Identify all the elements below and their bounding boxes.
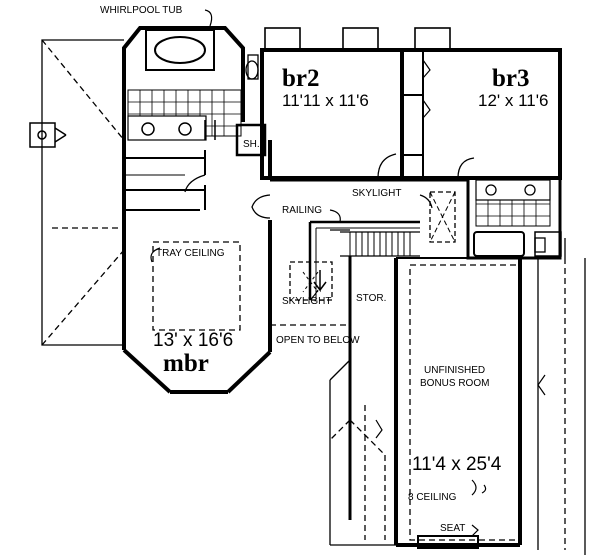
toilet-icon bbox=[534, 237, 546, 253]
roof-outline bbox=[41, 39, 125, 346]
hall-and-stairs bbox=[251, 178, 468, 520]
bonus-room-label-line1: UNFINISHED bbox=[424, 365, 485, 376]
sink-icon bbox=[141, 122, 155, 136]
open-to-below-label: OPEN TO BELOW bbox=[276, 335, 360, 346]
skylight-top-label: SKYLIGHT bbox=[352, 188, 401, 199]
sink-icon bbox=[178, 122, 192, 136]
railing-label: RAILING bbox=[282, 205, 322, 216]
vent-icon bbox=[29, 122, 67, 148]
bonus-room-size-label: 11'4 x 25'4 bbox=[412, 454, 502, 475]
master-bedroom bbox=[122, 140, 272, 394]
seat-icon bbox=[417, 535, 479, 549]
sink-icon bbox=[524, 184, 536, 196]
br3-size-label: 12' x 11'6 bbox=[478, 91, 548, 110]
sink-icon bbox=[485, 184, 497, 196]
right-roof-outline bbox=[537, 238, 586, 555]
whirlpool-tub-label: WHIRLPOOL TUB bbox=[100, 5, 183, 16]
master-bath bbox=[122, 26, 267, 157]
ceiling-height-label: 8 CEILING bbox=[408, 492, 457, 503]
br2-size-label: 11'11 x 11'6 bbox=[282, 91, 369, 110]
skylight-lower-label: SKYLIGHT bbox=[282, 296, 331, 307]
bathtub-icon bbox=[473, 231, 525, 257]
seat-label: SEAT bbox=[440, 523, 465, 534]
mbr-size-label: 13' x 16'6 bbox=[153, 330, 233, 351]
bonus-room bbox=[394, 257, 522, 549]
storage-label: STOR. bbox=[356, 293, 386, 304]
tray-ceiling-label: TRAY CEILING bbox=[156, 248, 225, 259]
leader-lines bbox=[150, 9, 487, 494]
whirlpool-tub-icon bbox=[154, 36, 206, 64]
bonus-room-label-line2: BONUS ROOM bbox=[420, 378, 489, 389]
lower-roof bbox=[329, 359, 396, 546]
br2-label: br2 bbox=[282, 65, 320, 92]
mbr-label: mbr bbox=[163, 350, 209, 377]
hall-bath bbox=[466, 176, 562, 260]
shower-label: SH. bbox=[243, 139, 260, 150]
br3-label: br3 bbox=[492, 65, 530, 92]
